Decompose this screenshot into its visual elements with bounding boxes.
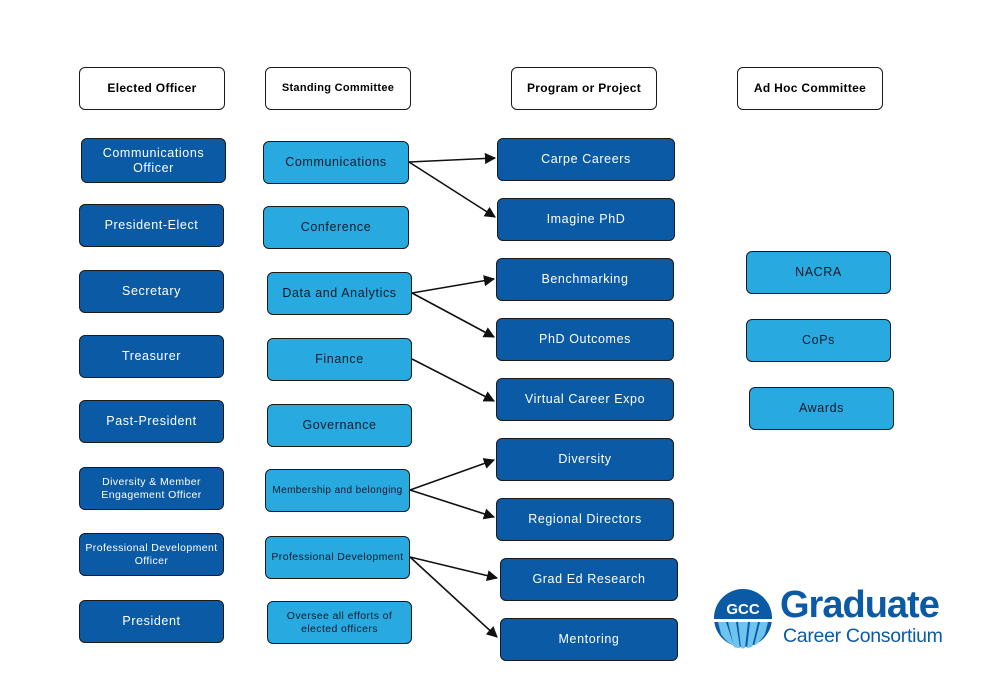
header-ad-hoc-committee: Ad Hoc Committee [737,67,883,110]
arrow-communications-carpe-careers [408,152,497,165]
gcc-logo-icon: GCC [714,589,772,649]
logo-wordmark-line2: Career Consortium [783,625,943,647]
adhoc-committee-nacra: NACRA [746,251,891,294]
header-elected-officer: Elected Officer [79,67,225,110]
elected-officer-professional-development: Professional Development Officer [79,533,224,576]
arrow-prof-dev-grad-ed-research [409,556,499,582]
standing-committee-conference: Conference [263,206,409,249]
logo-wordmark-line1: Graduate [780,584,940,626]
program-regional-directors: Regional Directors [496,498,674,541]
program-grad-ed-research: Grad Ed Research [500,558,678,601]
elected-officer-past-president: Past-President [79,400,224,443]
elected-officer-treasurer: Treasurer [79,335,224,378]
program-carpe-careers: Carpe Careers [497,138,675,181]
elected-officer-diversity-member-engagement: Diversity & Member Engagement Officer [79,467,224,510]
arrow-data-analytics-phd-outcomes [411,292,495,338]
arrow-communications-imagine-phd [408,161,496,218]
logo-badge-text: GCC [726,601,760,618]
program-phd-outcomes: PhD Outcomes [496,318,674,361]
elected-officer-president-elect: President-Elect [79,204,224,247]
program-imagine-phd: Imagine PhD [497,198,675,241]
header-standing-committee: Standing Committee [265,67,411,110]
elected-officer-president: President [79,600,224,643]
elected-officer-communications: Communications Officer [81,138,226,183]
standing-committee-finance: Finance [267,338,412,381]
standing-committee-data-and-analytics: Data and Analytics [267,272,412,315]
arrow-finance-virtual-career-expo [411,358,495,402]
program-diversity: Diversity [496,438,674,481]
elected-officer-secretary: Secretary [79,270,224,313]
standing-committee-oversee-elected-officers: Oversee all efforts of elected officers [267,601,412,644]
program-mentoring: Mentoring [500,618,678,661]
standing-committee-membership-and-belonging: Membership and belonging [265,469,410,512]
program-virtual-career-expo: Virtual Career Expo [496,378,674,421]
program-benchmarking: Benchmarking [496,258,674,301]
adhoc-committee-awards: Awards [749,387,894,430]
standing-committee-professional-development: Professional Development [265,536,410,579]
arrow-membership-regional-directors [409,489,496,520]
arrow-membership-diversity [409,458,496,491]
standing-committee-governance: Governance [267,404,412,447]
arrow-prof-dev-mentoring [409,556,498,638]
header-program-or-project: Program or Project [511,67,657,110]
adhoc-committee-cops: CoPs [746,319,891,362]
arrow-data-analytics-benchmarking [411,275,496,294]
standing-committee-communications: Communications [263,141,409,184]
